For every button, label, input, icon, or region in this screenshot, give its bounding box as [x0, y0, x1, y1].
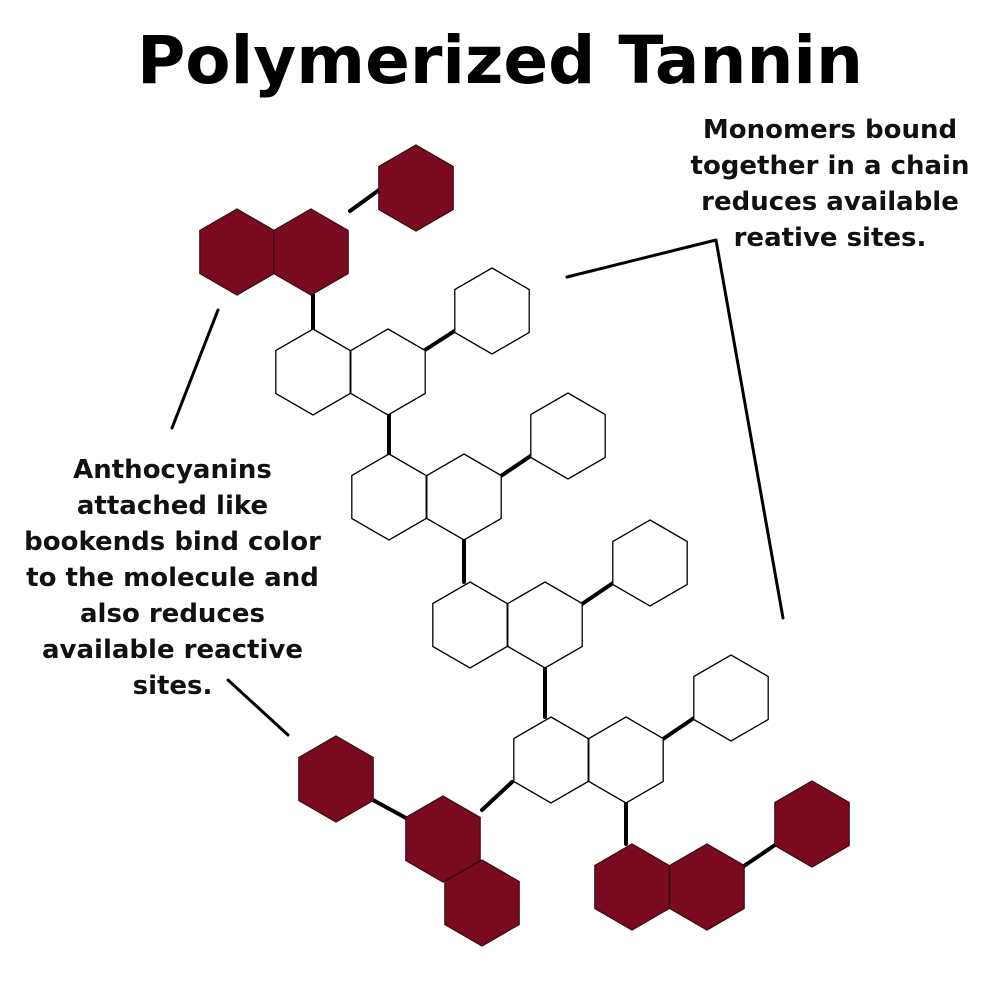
tannin-hexagon — [454, 267, 530, 355]
bond-line — [423, 328, 458, 352]
anthocyanin-hexagon — [444, 859, 520, 947]
leader-line — [170, 308, 220, 430]
tannin-hexagon — [612, 519, 688, 607]
tannin-hexagon — [588, 716, 664, 804]
anthocyanins-annotation-line: also reduces — [80, 599, 265, 629]
bond-line — [371, 798, 408, 820]
monomers-annotation-line: reduces available — [701, 187, 959, 217]
anthocyanins-annotation-line: Anthocyanins — [73, 455, 272, 485]
anthocyanins-annotation-line: bookends bind color — [24, 527, 321, 557]
diagram-title: Polymerized Tannin — [136, 22, 864, 99]
tannin-hexagon — [350, 328, 426, 416]
bond-line — [480, 780, 514, 812]
tannin-hexagon — [693, 654, 769, 742]
anthocyanins-annotation-line: attached like — [76, 491, 269, 521]
anthocyanin-hexagon — [298, 735, 374, 823]
leader-line — [565, 238, 718, 279]
leader-line — [226, 678, 290, 737]
bond-line — [661, 716, 696, 741]
anthocyanin-hexagon — [594, 843, 670, 931]
monomers-annotation: Monomers bound together in a chain reduc… — [660, 112, 1000, 256]
rings-layer — [199, 144, 850, 947]
tannin-hexagon — [507, 581, 583, 669]
anthocyanin-hexagon — [273, 208, 349, 296]
bond-line — [348, 188, 381, 213]
monomers-annotation-line: reative sites. — [733, 223, 927, 253]
anthocyanin-hexagon — [405, 795, 481, 883]
tannin-hexagon — [351, 453, 427, 541]
leader-line — [714, 238, 785, 620]
anthocyanin-hexagon — [669, 843, 745, 931]
bond-line — [499, 453, 534, 478]
monomers-annotation-line: together in a chain — [690, 151, 970, 181]
tannin-hexagon — [426, 453, 502, 541]
anthocyanin-hexagon — [774, 780, 850, 868]
bonds-layer — [311, 188, 777, 868]
tannin-hexagon — [432, 581, 508, 669]
tannin-hexagon — [513, 716, 589, 804]
tannin-hexagon — [530, 392, 606, 480]
bond-line — [580, 581, 615, 606]
leader-lines-layer — [170, 238, 785, 737]
anthocyanin-hexagon — [199, 208, 275, 296]
anthocyanins-annotation-line: to the molecule and — [26, 563, 319, 593]
anthocyanin-hexagon — [378, 144, 454, 232]
bond-line — [742, 843, 777, 868]
tannin-hexagon — [275, 328, 351, 416]
monomers-annotation-line: Monomers bound — [702, 115, 958, 145]
anthocyanins-annotation: Anthocyanins attached like bookends bind… — [0, 452, 345, 704]
anthocyanins-annotation-line: available reactive — [42, 635, 303, 665]
anthocyanins-annotation-line: sites. — [132, 671, 213, 701]
